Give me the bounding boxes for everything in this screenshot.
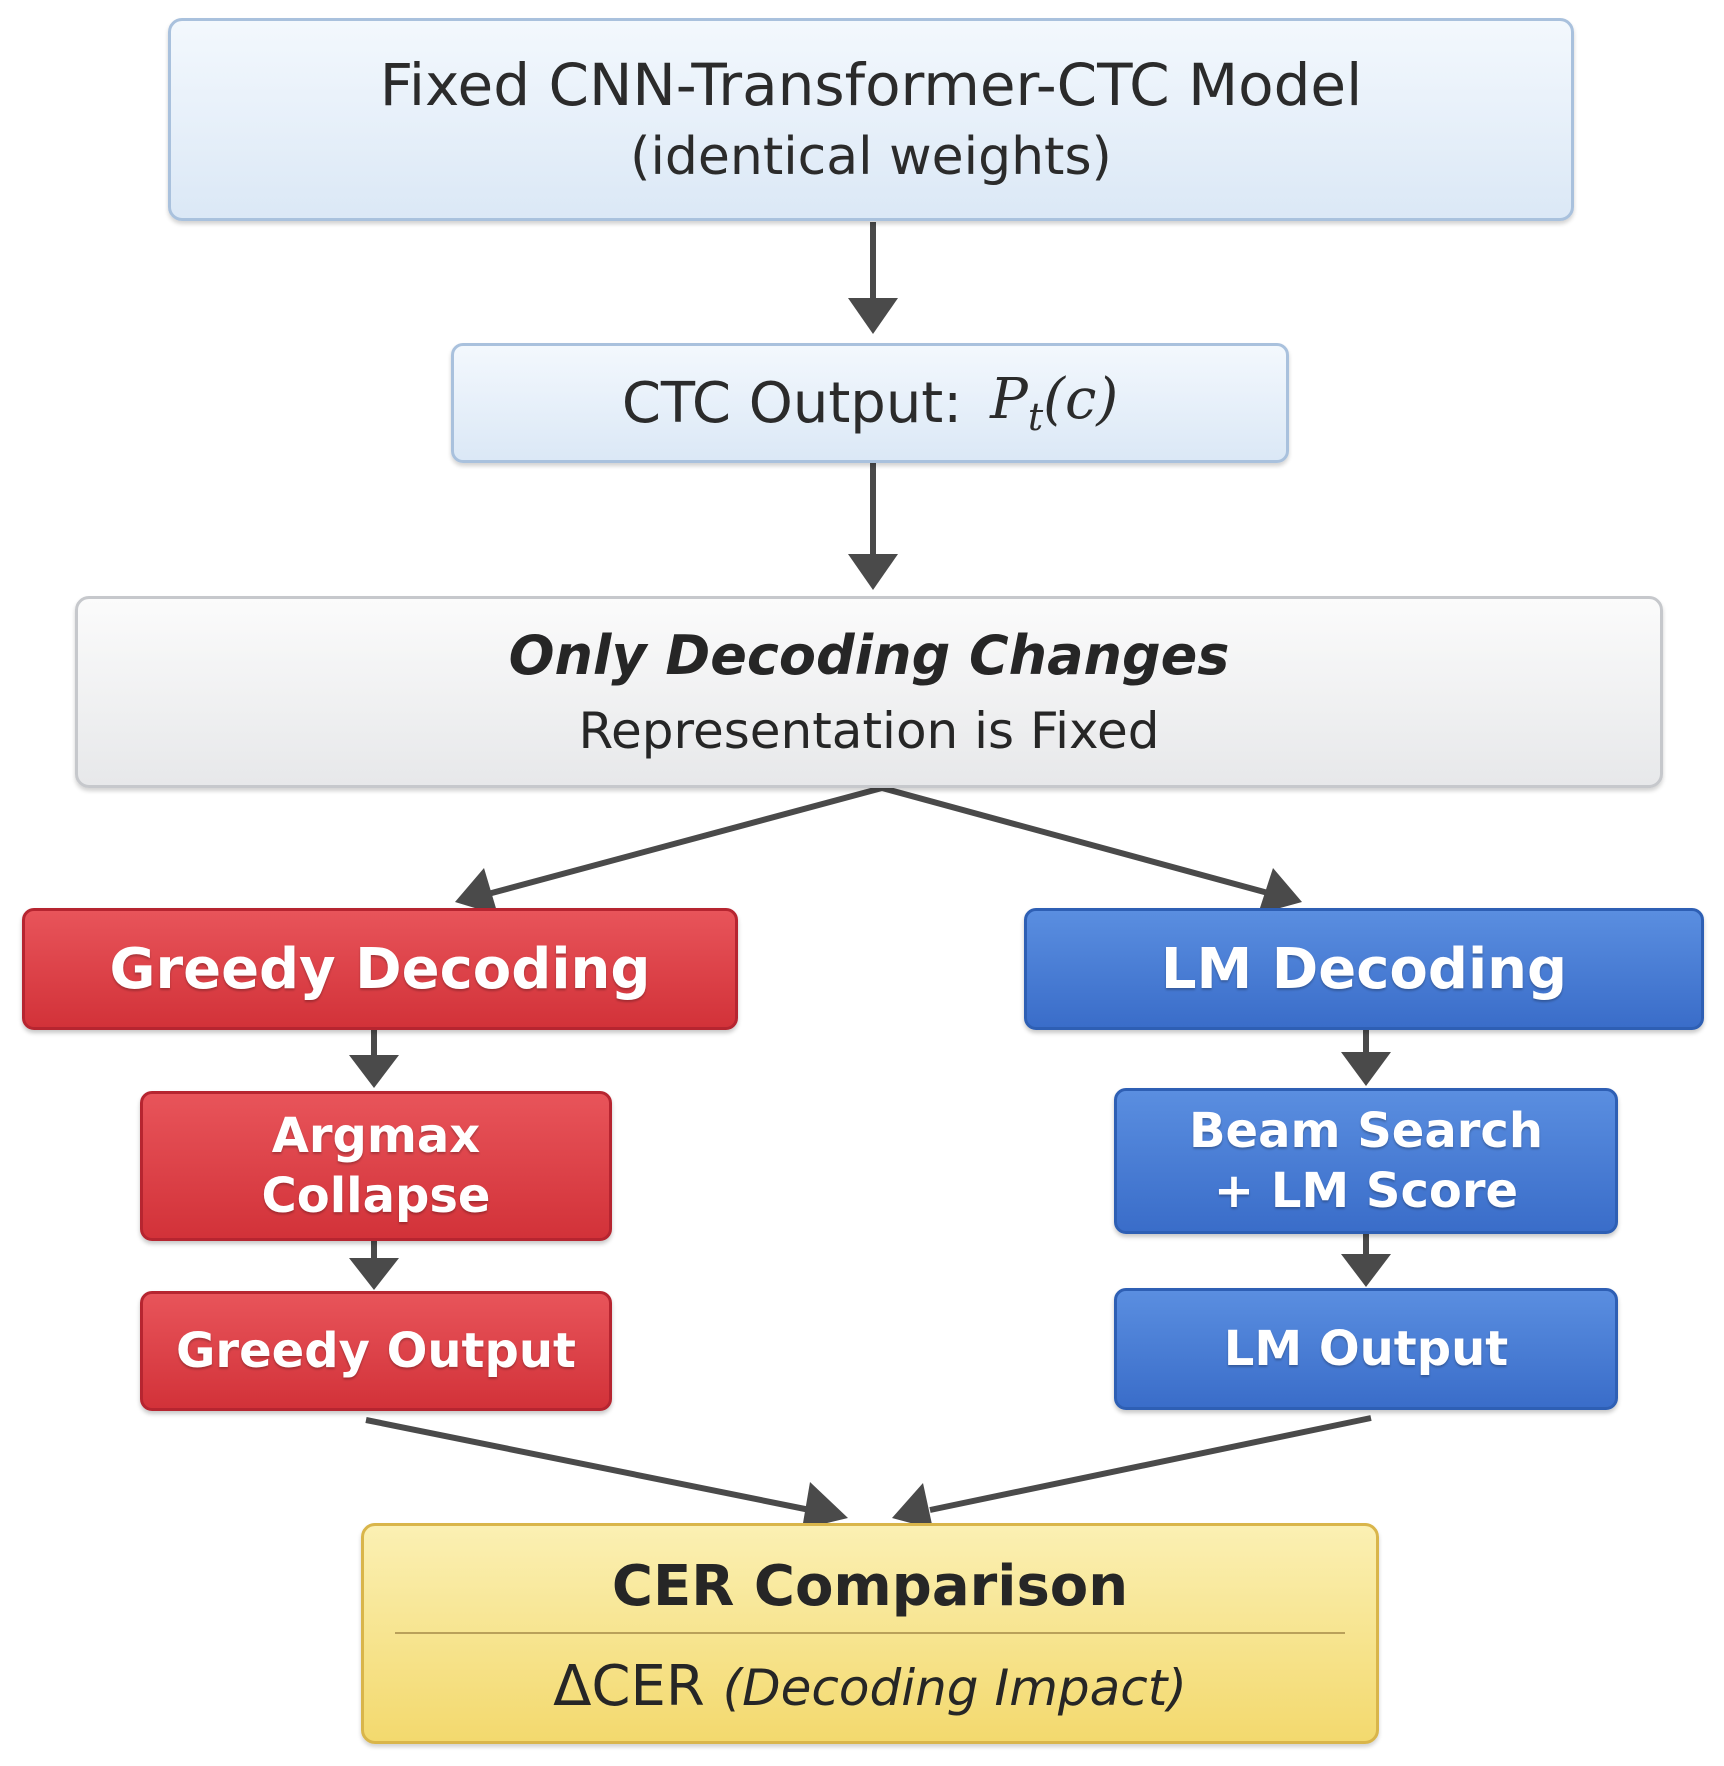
only-decoding-title: Only Decoding Changes — [508, 624, 1230, 687]
lm-decoding-box: LM Decoding — [1024, 908, 1704, 1030]
formula-arg: (c) — [1043, 367, 1119, 432]
greedy-output-label: Greedy Output — [176, 1323, 576, 1379]
argmax-collapse-box: Argmax Collapse — [140, 1091, 612, 1241]
greedy-output-box: Greedy Output — [140, 1291, 612, 1411]
formula-symbol: P — [990, 367, 1028, 432]
cer-comparison-box: CER Comparison ΔCER (Decoding Impact) — [361, 1523, 1379, 1744]
model-box: Fixed CNN-Transformer-CTC Model (identic… — [168, 18, 1574, 221]
arrow-only-to-lm — [881, 785, 1269, 896]
lm-decoding-label: LM Decoding — [1160, 936, 1568, 1002]
cer-title: CER Comparison — [611, 1554, 1129, 1619]
arrow-lmout-to-cer — [929, 1415, 1372, 1513]
ctc-output-box: CTC Output: Pt(c) — [451, 343, 1289, 463]
formula-subscript: t — [1027, 395, 1044, 439]
cer-divider — [395, 1632, 1345, 1634]
arrow-gout-to-cer — [365, 1417, 811, 1513]
arrow-only-to-greedy — [487, 785, 883, 897]
argmax-line1: Argmax — [271, 1108, 481, 1164]
beam-line1: Beam Search — [1188, 1103, 1544, 1159]
beam-search-box: Beam Search + LM Score — [1114, 1088, 1618, 1234]
lm-output-label: LM Output — [1223, 1321, 1509, 1377]
only-decoding-box: Only Decoding Changes Representation is … — [75, 596, 1663, 788]
beam-line2: + LM Score — [1213, 1163, 1519, 1219]
argmax-line2: Collapse — [261, 1168, 491, 1224]
cer-delta-line: ΔCER (Decoding Impact) — [553, 1652, 1187, 1723]
delta-cer: ΔCER — [553, 1654, 705, 1719]
ctc-output-formula: Pt(c) — [990, 367, 1118, 439]
delta-note: (Decoding Impact) — [722, 1659, 1187, 1717]
ctc-output-label: CTC Output: — [621, 370, 963, 436]
greedy-decoding-label: Greedy Decoding — [109, 936, 651, 1002]
lm-output-box: LM Output — [1114, 1288, 1618, 1410]
model-title: Fixed CNN-Transformer-CTC Model — [379, 50, 1363, 119]
model-subtitle: (identical weights) — [630, 126, 1112, 187]
only-decoding-subtitle: Representation is Fixed — [578, 702, 1160, 760]
greedy-decoding-box: Greedy Decoding — [22, 908, 738, 1030]
